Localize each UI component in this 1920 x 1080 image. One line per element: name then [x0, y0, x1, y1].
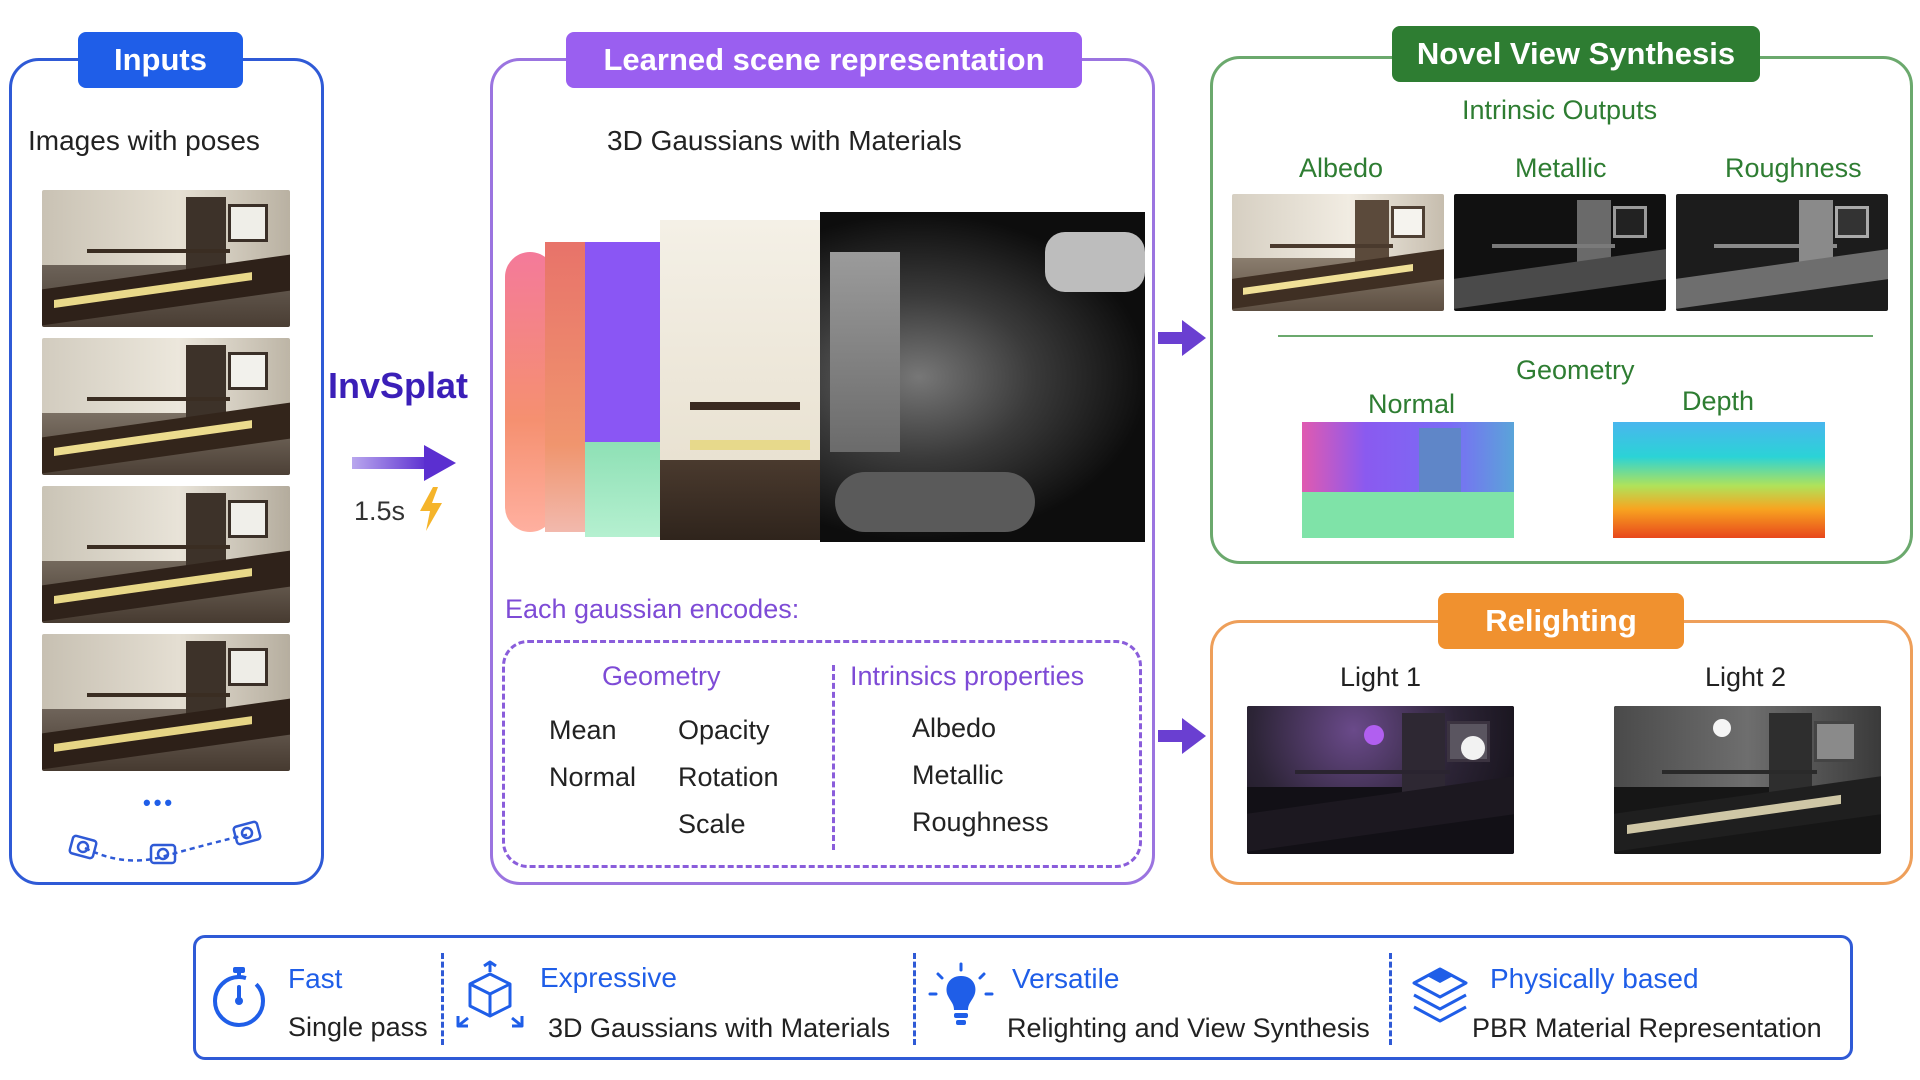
arrow-to-relighting-icon — [1158, 718, 1206, 754]
geometry-heading: Geometry — [602, 661, 721, 691]
metallic-image — [1454, 194, 1666, 311]
feature-separator — [913, 953, 916, 1045]
albedo-image — [1232, 194, 1444, 311]
cube-icon — [456, 960, 524, 1028]
arrow-to-nvs-icon — [1158, 320, 1206, 356]
geometry-item-rotation: Rotation — [678, 762, 779, 792]
feature-versatile-title: Versatile — [1012, 963, 1120, 994]
input-image-2 — [42, 338, 290, 475]
camera-icon — [232, 820, 262, 846]
feature-fast-title: Fast — [288, 963, 343, 994]
geometry-output-heading: Geometry — [1516, 355, 1635, 385]
nvs-divider — [1278, 335, 1873, 337]
features-bar — [193, 935, 1853, 1060]
metallic-label: Metallic — [1515, 153, 1607, 183]
geometry-item-opacity: Opacity — [678, 715, 770, 745]
intrinsics-item-metallic: Metallic — [912, 760, 1004, 790]
normal-label: Normal — [1368, 389, 1456, 419]
more-images-ellipsis: ••• — [143, 790, 176, 815]
input-image-4 — [42, 634, 290, 771]
geometry-item-mean: Mean — [549, 715, 617, 745]
camera-path-icon — [68, 820, 262, 865]
camera-icon — [149, 843, 177, 865]
method-time: 1.5s — [354, 496, 406, 526]
roughness-image — [1676, 194, 1888, 311]
normal-image — [1302, 422, 1514, 538]
lightbulb-icon — [928, 962, 994, 1025]
inputs-title: Inputs — [78, 32, 243, 88]
roughness-label: Roughness — [1725, 153, 1862, 183]
feature-separator — [441, 953, 444, 1045]
input-image-3 — [42, 486, 290, 623]
scene-title: Learned scene representation — [566, 32, 1082, 88]
geometry-item-normal: Normal — [549, 762, 637, 792]
encodes-box — [502, 640, 1142, 868]
camera-icon — [68, 834, 98, 860]
albedo-label: Albedo — [1299, 153, 1384, 183]
relighting-title: Relighting — [1438, 593, 1684, 649]
feature-fast-desc: Single pass — [288, 1012, 428, 1042]
lightning-icon — [420, 487, 442, 531]
stopwatch-icon — [213, 967, 265, 1027]
scene-subtitle: 3D Gaussians with Materials — [607, 125, 962, 156]
gaussian-render-image — [505, 212, 1145, 542]
encodes-divider — [832, 665, 835, 850]
intrinsics-item-roughness: Roughness — [912, 807, 1049, 837]
light-2-label: Light 2 — [1705, 662, 1787, 692]
method-name: InvSplat — [328, 365, 469, 406]
inputs-subtitle: Images with poses — [28, 125, 260, 156]
light-1-image — [1247, 706, 1514, 854]
intrinsics-item-albedo: Albedo — [912, 713, 997, 743]
feature-versatile-desc: Relighting and View Synthesis — [1007, 1013, 1370, 1043]
feature-physically-based-title: Physically based — [1490, 963, 1699, 994]
geometry-item-scale: Scale — [678, 809, 746, 839]
light-2-image — [1614, 706, 1881, 854]
feature-physically-based-desc: PBR Material Representation — [1472, 1013, 1822, 1043]
feature-expressive-title: Expressive — [540, 962, 677, 993]
process-arrow-icon — [352, 445, 456, 481]
depth-image — [1613, 422, 1825, 538]
depth-label: Depth — [1682, 386, 1755, 416]
intrinsics-heading: Intrinsics properties — [850, 661, 1085, 691]
input-image-1 — [42, 190, 290, 327]
layers-icon — [1412, 967, 1468, 1023]
feature-expressive-desc: 3D Gaussians with Materials — [548, 1013, 891, 1043]
feature-separator — [1389, 953, 1392, 1045]
encodes-label: Each gaussian encodes: — [505, 594, 800, 624]
novel-view-title: Novel View Synthesis — [1392, 26, 1760, 82]
light-1-label: Light 1 — [1340, 662, 1422, 692]
intrinsic-outputs-heading: Intrinsic Outputs — [1462, 95, 1658, 125]
